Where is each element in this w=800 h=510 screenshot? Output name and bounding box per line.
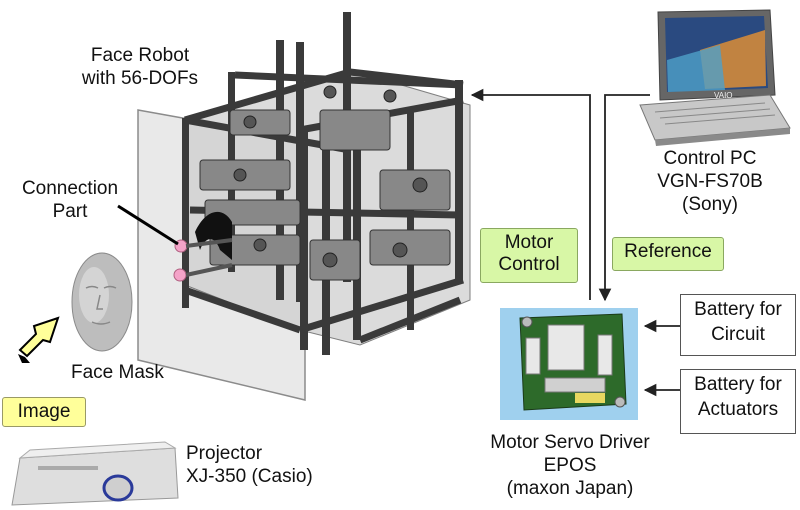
connection-part-label: Connection Part: [21, 178, 119, 222]
face-mask-image: [71, 252, 133, 352]
motor-driver-image: [500, 308, 638, 420]
motor-control-tag: Motor Control: [480, 228, 578, 283]
face-robot-label: Face Robot with 56-DOFs: [81, 45, 199, 89]
battery-circuit-box: Battery for Circuit: [680, 294, 796, 356]
projector-label: Projector XJ-350 (Casio): [186, 443, 313, 487]
connection-lines: [470, 88, 680, 397]
control-pc-label: Control PC VGN-FS70B (Sony): [657, 148, 763, 215]
reference-tag: Reference: [612, 237, 724, 271]
projector-image: [11, 441, 179, 506]
face-robot-frame: [137, 12, 471, 401]
servo-driver-label: Motor Servo Driver EPOS (maxon Japan): [490, 432, 650, 499]
laptop-brand-text: VAIO: [714, 91, 733, 100]
face-mask-label: Face Mask: [71, 362, 164, 383]
image-tag: Image: [2, 397, 86, 427]
connection-pointer: [117, 204, 179, 246]
projection-arrow-icon: [18, 316, 60, 363]
battery-actuators-box: Battery for Actuators: [680, 369, 796, 434]
control-pc-image: [639, 9, 791, 146]
